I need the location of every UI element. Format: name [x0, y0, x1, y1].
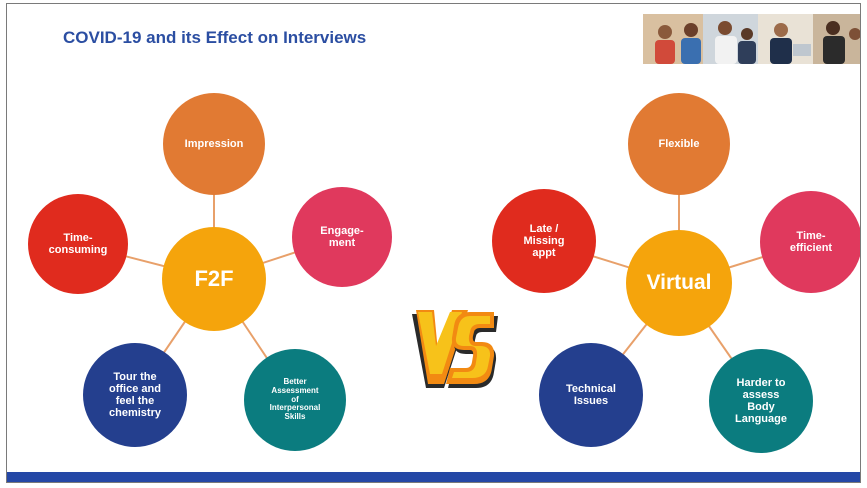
virtual-center-node: Virtual [626, 230, 732, 336]
virtual-node-3: Harder to assess Body Language [709, 349, 813, 453]
f2f-node-2: Engage- ment [292, 187, 392, 287]
virtual-node-5: Late / Missing appt [492, 189, 596, 293]
header-photo [643, 14, 860, 64]
virtual-node-4: Technical Issues [539, 343, 643, 447]
f2f-node-5: Time- consuming [28, 194, 128, 294]
virtual-node-1: Flexible [628, 93, 730, 195]
bottom-accent-bar [7, 472, 860, 482]
slide: COVID-19 and its Effect on Interviews I [6, 3, 861, 483]
vs-icon [406, 308, 502, 394]
f2f-node-1: Impression [163, 93, 265, 195]
f2f-node-4: Tour the office and feel the chemistry [83, 343, 187, 447]
slide-title: COVID-19 and its Effect on Interviews [63, 28, 367, 47]
virtual-node-2: Time- efficient [760, 191, 860, 293]
f2f-node-3: Better Assessment of Interpersonal Skill… [244, 349, 346, 451]
f2f-center-node: F2F [162, 227, 266, 331]
